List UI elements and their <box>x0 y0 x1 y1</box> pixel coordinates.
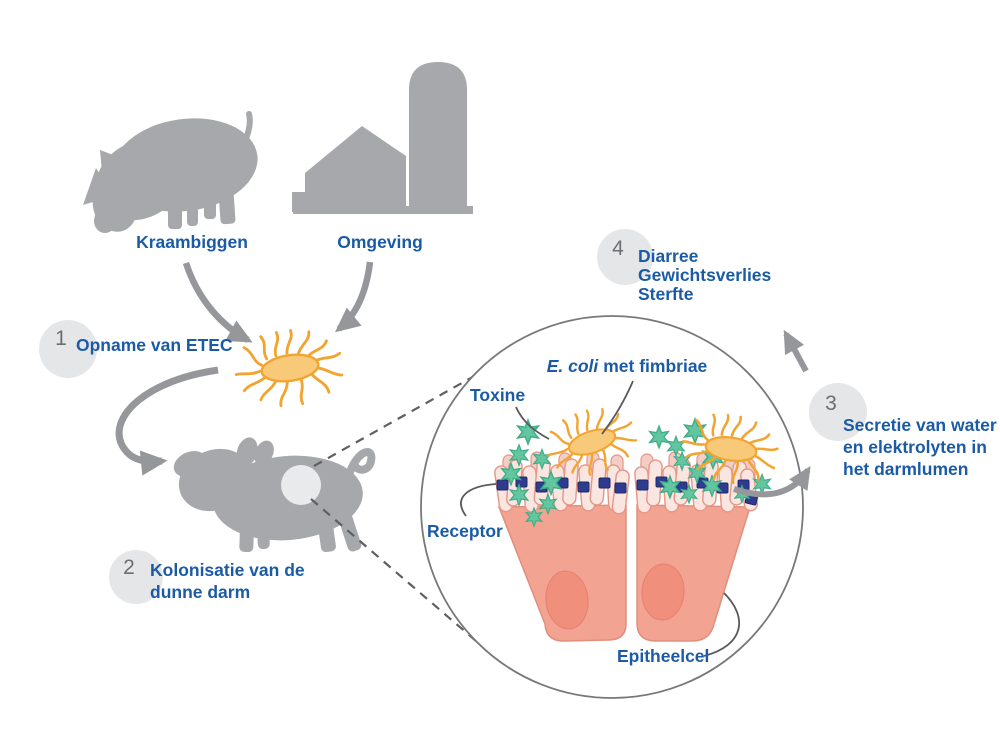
step-1-number: 1 <box>55 327 67 350</box>
step-1: 1 Opname van ETEC <box>39 320 233 378</box>
step-4-circle <box>597 229 653 285</box>
sow-pig-icon <box>83 111 258 233</box>
step-3-label-line2: en elektrolyten in <box>843 437 987 457</box>
ecoli-leader-line <box>601 380 634 435</box>
arrow-step3-to-step4 <box>783 329 809 373</box>
step-2-label-line1: Kolonisatie van de <box>150 560 305 580</box>
receptor-leader-line <box>460 483 497 517</box>
arrow-kraambiggen-to-etec <box>182 261 253 343</box>
step-3-circle <box>809 383 867 441</box>
label-epitheelcel: Epitheelcel <box>617 646 709 666</box>
label-receptor: Receptor <box>427 521 503 541</box>
epitheelcel-leader-line <box>703 592 740 657</box>
step-4-label-line3: Sterfte <box>638 284 694 304</box>
step-1-circle <box>39 320 97 378</box>
step-4-number: 4 <box>612 237 624 260</box>
toxin-leader-line <box>515 406 550 440</box>
step-2: 2 Kolonisatie van de dunne darm <box>109 550 305 604</box>
arrow-etec-to-piglet <box>115 366 219 476</box>
arrow-omgeving-to-etec <box>334 261 374 333</box>
piglet-gut-spot <box>281 465 321 505</box>
step-3-label-line1: Secretie van water <box>843 415 997 435</box>
step-3: 3 Secretie van water en elektrolyten in … <box>809 383 997 479</box>
step-4: 4 Diarree Gewichtsverlies Sterfte <box>597 229 772 304</box>
step-3-label-line3: het darmlumen <box>843 459 968 479</box>
cell-nucleus <box>545 570 589 630</box>
step-4-label-line1: Diarree <box>638 246 699 266</box>
cell-nucleus <box>641 563 685 621</box>
arrow-secretion <box>733 465 811 498</box>
step-3-number: 3 <box>825 392 837 415</box>
label-kraambiggen: Kraambiggen <box>136 232 248 252</box>
piglet-icon <box>173 437 376 553</box>
step-4-label-line2: Gewichtsverlies <box>638 265 772 285</box>
step-1-label: Opname van ETEC <box>76 335 233 355</box>
leader-lines <box>460 380 740 657</box>
step-2-circle <box>109 550 163 604</box>
label-toxine: Toxine <box>470 385 525 405</box>
step-2-number: 2 <box>123 556 135 579</box>
label-omgeving: Omgeving <box>337 232 423 252</box>
barn-icon <box>292 62 473 214</box>
step-2-label-line2: dunne darm <box>150 582 250 602</box>
magnifier-link-lines <box>310 355 511 654</box>
